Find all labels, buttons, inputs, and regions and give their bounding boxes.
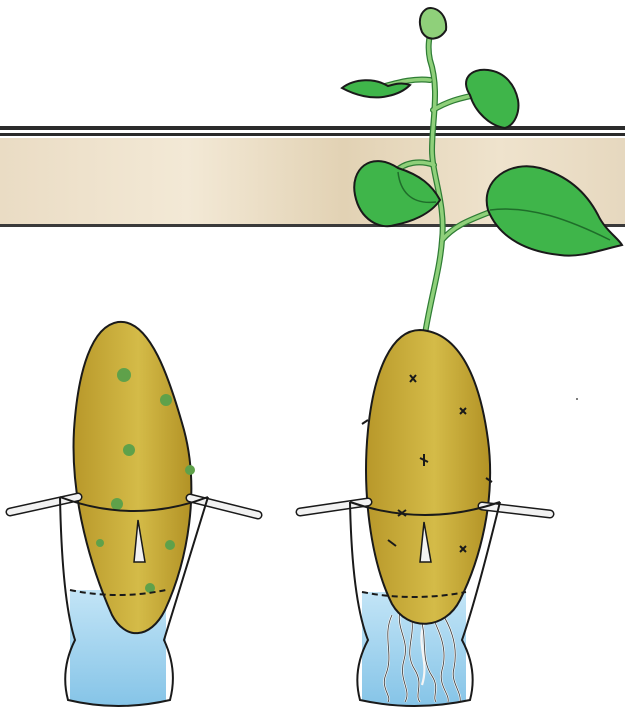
leaf-upper-right bbox=[466, 70, 518, 128]
decorative-speck bbox=[576, 398, 578, 400]
sprout-tip bbox=[420, 8, 446, 39]
left-potato bbox=[74, 322, 195, 633]
leaf-upper-left bbox=[342, 80, 410, 97]
right-potato bbox=[362, 330, 492, 624]
